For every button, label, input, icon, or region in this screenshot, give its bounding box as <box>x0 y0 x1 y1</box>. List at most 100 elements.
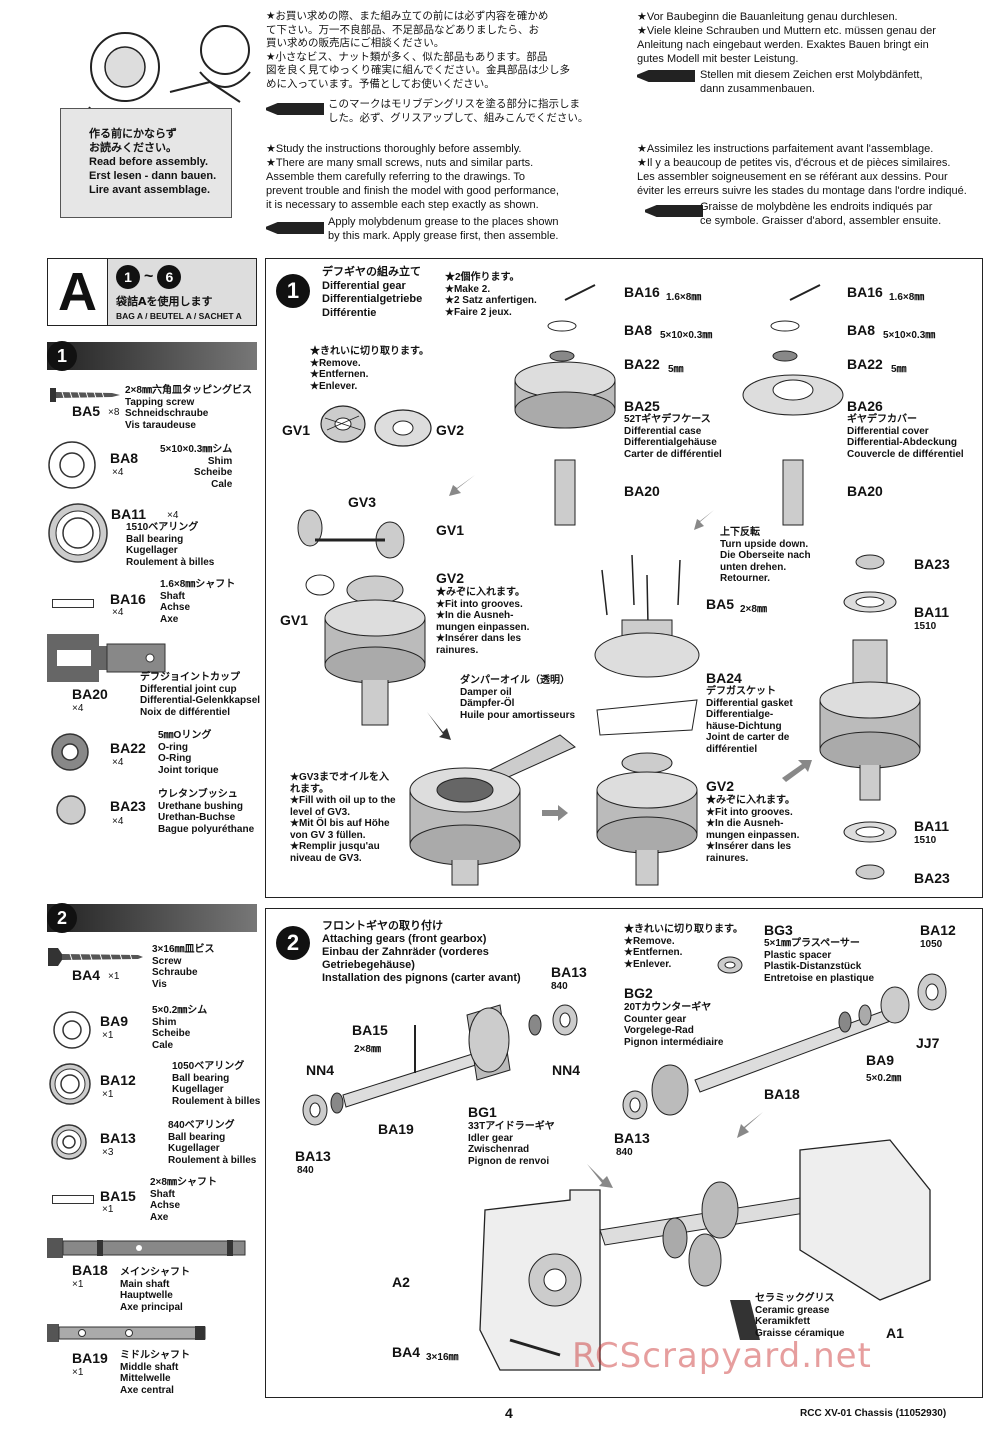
step2-title: フロントギヤの取り付け Attaching gears (front gearb… <box>322 920 521 984</box>
label-ba23-b: BA23 <box>914 870 950 886</box>
watermark: RCScrapyard.net <box>572 1336 872 1376</box>
label-nn4-b: NN4 <box>552 1062 581 1078</box>
part-ba19-qty: ×1 <box>72 1367 84 1378</box>
part-ba4-qty: ×1 <box>108 971 120 982</box>
label-bg2: BG2 <box>624 985 653 1001</box>
diff-oil-fill-drawing <box>409 767 521 886</box>
label-ba13-b-sub: 840 <box>297 1165 314 1176</box>
o-ring-icon <box>51 733 89 771</box>
label-ba13-b: BA13 <box>295 1148 331 1164</box>
label-ba24: BA24 <box>706 670 742 686</box>
label-ba11-sub: 1510 <box>914 621 937 632</box>
part-ba23-qty: ×4 <box>112 816 124 827</box>
grease-mark-icon <box>645 205 703 217</box>
label-ba26: BA26 <box>847 398 883 414</box>
part-ba23-desc: ウレタンブッシュ Urethane bushing Urethan-Buchse… <box>158 789 255 835</box>
step1-title: デフギヤの組み立て Differential gear Differential… <box>322 266 423 319</box>
label-bg1: BG1 <box>468 1104 497 1120</box>
middle-shaft-icon <box>47 1324 206 1342</box>
label-a1: A1 <box>886 1325 904 1341</box>
shim-icon <box>48 441 96 489</box>
step1-oil: ダンパーオイル（透明） Damper oil Dämpfer-Öl Huile … <box>460 675 576 721</box>
part-ba22-desc: 5㎜Oリング O-ring O-Ring Joint torique <box>158 730 219 776</box>
part-ba4: BA4 <box>72 967 101 983</box>
part-ba8-qty: ×4 <box>112 467 124 478</box>
before-en: Read before assembly. <box>89 156 209 168</box>
label-ba11: BA11 <box>914 604 950 620</box>
part-ba9-qty: ×1 <box>102 1030 114 1041</box>
fr-grease: Graisse de molybdène les endroits indiqu… <box>700 201 942 227</box>
bag-range-sep: ~ <box>144 268 154 285</box>
shaft-icon <box>52 1195 94 1204</box>
part-ba8-desc: 5×10×0.3㎜シム Shim Scheibe Cale <box>160 444 233 490</box>
label-ba13: BA13 <box>551 964 587 980</box>
label-ba19: BA19 <box>378 1121 414 1137</box>
front-gear-shafts-drawing <box>302 1004 578 1126</box>
label-ba9: BA9 <box>866 1052 895 1068</box>
main-shaft-icon <box>47 1238 246 1258</box>
label-ba16-b: BA16 <box>847 284 883 300</box>
label-gv2-b: GV2 <box>436 570 465 586</box>
part-ba20-qty: ×4 <box>72 703 84 714</box>
part-ba18-desc: メインシャフト Main shaft Hauptwelle Axe princi… <box>120 1267 190 1313</box>
part-ba23: BA23 <box>110 798 146 814</box>
part-ba4-desc: 3×16㎜皿ビス Screw Schraube Vis <box>152 944 215 990</box>
label-ba16: BA16 <box>624 284 660 300</box>
label-ba15: BA15 <box>352 1022 388 1038</box>
label-bg2-desc: 20Tカウンターギヤ Counter gear Vorgelege-Rad Pi… <box>624 1002 724 1048</box>
label-ba4: BA4 <box>392 1344 421 1360</box>
arrow-down-right-icon <box>427 712 451 740</box>
part-ba11-qty: ×4 <box>167 510 179 521</box>
label-ba22-b-size: 5㎜ <box>891 364 907 375</box>
label-ba4-size: 3×16㎜ <box>426 1352 459 1363</box>
bag-header: A 1 ~ 6 袋詰Aを使用します BAG A / BEUTEL A / SAC… <box>47 258 257 326</box>
label-ba13-c-sub: 840 <box>616 1147 633 1158</box>
step1-fit2: ★みぞに入れます。 ★Fit into grooves. ★In die Aus… <box>706 795 800 864</box>
label-a2: A2 <box>392 1274 410 1290</box>
part-ba18-qty: ×1 <box>72 1279 84 1290</box>
label-ba25-desc: 52Tギヤデフケース Differential case Differentia… <box>624 414 722 460</box>
label-ba5: BA5 <box>706 596 735 612</box>
part-ba19: BA19 <box>72 1350 108 1366</box>
label-ba20-b: BA20 <box>847 483 883 499</box>
label-ba11-b: BA11 <box>914 818 950 834</box>
label-ba15-size: 2×8㎜ <box>354 1044 381 1055</box>
doc-id: RCC XV-01 Chassis (11052930) <box>800 1408 947 1419</box>
diff-closing-drawing <box>594 554 700 886</box>
part-ba18: BA18 <box>72 1262 108 1278</box>
grease-mark-icon <box>637 70 695 82</box>
grease-mark-icon <box>266 222 324 234</box>
label-ba8: BA8 <box>624 322 653 338</box>
part-ba8: BA8 <box>110 450 139 466</box>
part-ba15-qty: ×1 <box>102 1204 114 1215</box>
bag-letter: A <box>48 259 108 325</box>
label-ba20: BA20 <box>624 483 660 499</box>
label-ba8-b: BA8 <box>847 322 876 338</box>
label-ba9-size: 5×0.2㎜ <box>866 1073 902 1084</box>
label-ba22: BA22 <box>624 356 660 372</box>
part-ba9: BA9 <box>100 1013 129 1029</box>
before-de: Erst lesen - dann bauen. <box>89 170 217 182</box>
read-before-box: 作る前にかならず お読みください。 Read before assembly. … <box>60 108 232 218</box>
step2-big-number: 2 <box>276 926 310 960</box>
diff-assembly-left-drawing <box>297 509 426 726</box>
bag-range-start: 1 <box>116 265 140 289</box>
jp-grease: このマークはモリブデングリスを塗る部分に指示しま した。必ず、グリスアップして、… <box>328 98 589 124</box>
diff-assembly-case-drawing <box>514 284 616 526</box>
before-fr: Lire avant assemblage. <box>89 184 211 196</box>
bevel-gear-gv2-drawing <box>374 409 432 447</box>
arrow-right-icon <box>542 805 568 821</box>
part-ba13-qty: ×3 <box>102 1147 114 1158</box>
label-gv2-c: GV2 <box>706 778 735 794</box>
shaft-icon <box>52 599 94 608</box>
step1-big-number: 1 <box>276 274 310 308</box>
arrow-down-left-icon <box>449 475 475 496</box>
label-nn4: NN4 <box>306 1062 335 1078</box>
step1-bar <box>47 342 257 370</box>
shim-icon <box>53 1011 91 1049</box>
bag-jp: 袋詰Aを使用します <box>116 295 213 308</box>
step1-fill: ★GV3までオイルを入 れます。 ★Fill with oil up to th… <box>290 772 396 864</box>
bag-label: BAG A / BEUTEL A / SACHET A <box>116 311 242 321</box>
part-ba9-desc: 5×0.2㎜シム Shim Scheibe Cale <box>152 1005 208 1051</box>
bearing-icon <box>49 1063 91 1105</box>
